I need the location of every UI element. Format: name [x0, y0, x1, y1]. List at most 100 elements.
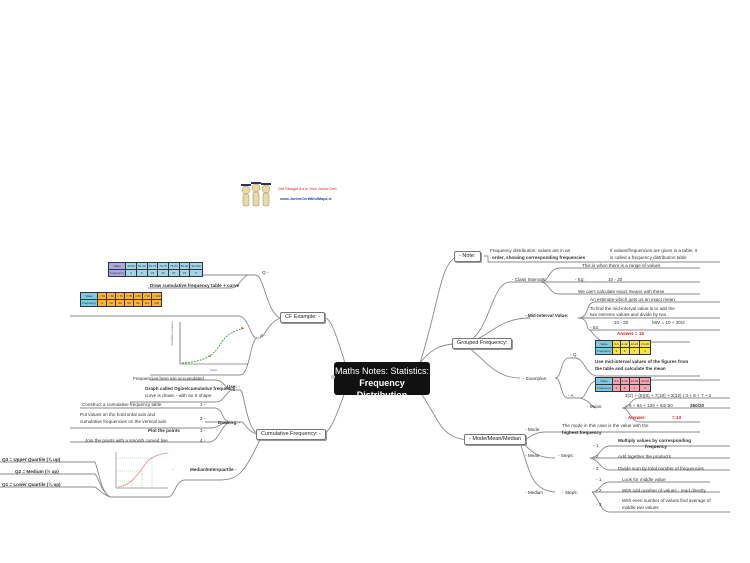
median-iq-label: Median/Interquartile [190, 467, 234, 472]
examples-q-text-b: the table and calculate the mean [595, 366, 666, 371]
table-cell: Value [594, 377, 614, 385]
drawing-step-2b: cumulative frequencies on the vertical a… [80, 419, 167, 424]
table-cell: 70-75 [157, 262, 169, 270]
mid-interval-ex-range: 10 - 20 [614, 320, 629, 325]
node-note[interactable]: - Note: [454, 251, 481, 262]
branch-label: - Examples: [523, 376, 548, 381]
drawing-step-num: 4 [200, 438, 203, 443]
branch-label: Use: - [227, 384, 240, 389]
branch-label: - Mean [525, 453, 540, 458]
mean-steps-label: Steps: [560, 453, 574, 458]
branch-label: - 3 [593, 466, 599, 471]
quartile-q3: Q3 = Upper Quartile (¾ up) [2, 457, 61, 462]
table-cell: 111 [141, 299, 152, 307]
table-cell: 24-40 [639, 340, 651, 348]
cf-q-text: Draw cumulative frequency table + curve [150, 283, 240, 288]
answer-value: = 13 [672, 415, 682, 420]
collapse-dot[interactable] [331, 375, 335, 379]
table-cell: 3 [612, 347, 621, 355]
branch-label: - Mean: [587, 404, 603, 409]
table-cell: 26 [157, 269, 169, 277]
median-step-num: 3 [598, 502, 602, 507]
mean-branch-label: Mean [527, 453, 540, 458]
drawing-step-num: 1 [200, 402, 203, 407]
mid-interval-howto-a: To find the mid-interval value is to add… [590, 306, 675, 311]
table-cell: < 80 [132, 292, 143, 300]
note-text-2b: is called a frequency distribution table [610, 255, 687, 260]
drawing-step-num: 2 [200, 416, 203, 421]
central-topic[interactable]: Maths Notes: Statistics: Frequency Distr… [331, 362, 430, 400]
class-intervals-label: Class Intervals: [514, 277, 547, 282]
node-note-label: Note: [462, 253, 476, 259]
median-step-2: With odd number of values - read directl… [622, 488, 706, 493]
mean-frac: 260/20 [690, 403, 705, 408]
central-title-line1: Maths Notes: Statistics: [334, 366, 430, 376]
table-cell: 2 [639, 384, 651, 392]
quartile-q2: Q2 = Medium (½ up) [15, 469, 59, 474]
table-cell: 12-24 [628, 377, 641, 385]
table-cell: < 50 [97, 292, 108, 300]
drawing-step-2a: Put values on the horizontal axis and [80, 412, 156, 417]
branch-label: - Steps: [558, 453, 574, 458]
class-intervals-eg-label: Eg: [577, 277, 585, 282]
branch-label: 2 - [200, 416, 206, 421]
branch-label: - Eg: [575, 277, 585, 282]
table-cell: 60-70 [146, 262, 159, 270]
median-step-1: Look for middle value [622, 477, 666, 482]
table-cell: < 75 [124, 292, 134, 300]
cf-a-table: Value< 50< 60< 70< 75< 80< 90< 100 Frequ… [79, 292, 163, 307]
branch-label: - Answer: [625, 415, 646, 420]
drawing-step-3: Plot the points [148, 428, 180, 433]
logo-url[interactable]: www.JuniorCertMindMaps.ie [280, 197, 332, 201]
branch-label: Drawing: - [218, 420, 241, 425]
median-steps-label: Steps: [564, 490, 578, 495]
branch-label: - Median [525, 490, 543, 495]
table-cell: 12-24 [628, 340, 641, 348]
class-intervals-eg-value: 10 - 20 [608, 277, 623, 282]
branch-label: - [172, 467, 174, 472]
central-title-line2: Frequency Distribution [356, 378, 408, 400]
table-cell: Frequency [107, 269, 127, 277]
node-grouped-frequency[interactable]: Grouped Frequency: [452, 338, 513, 349]
logo-tagline: Get Straight A's in Your Junior Cert [278, 187, 337, 191]
table-cell: Frequency [594, 347, 614, 355]
table-cell: 10 [106, 299, 117, 307]
mean-calc: = 6 + 64 + 126 + 64/ 20 [625, 403, 673, 408]
table-cell: 2 [639, 347, 651, 355]
table-cell: 4-12 [619, 340, 630, 348]
branch-label: Median/Interquartile - [190, 467, 237, 472]
table-cell: Value [107, 262, 127, 270]
quartile-chart [115, 452, 169, 489]
mid-interval-answer: Answer = 15 [617, 331, 644, 336]
branch-label: A - [260, 333, 266, 338]
table-cell: 4 [97, 299, 108, 307]
table-cell: 9 [189, 269, 203, 277]
median-step-num: 2 [598, 488, 602, 493]
branch-label: - Q [570, 352, 577, 357]
table-cell: 75-80 [167, 262, 180, 270]
examples-a-label: A [570, 393, 574, 398]
mode-text-b: highest frequency [562, 430, 602, 435]
node-cf-example[interactable]: CF Example: - [280, 312, 326, 323]
branch-label: 3 - [200, 428, 206, 433]
table-cell: < 70 [115, 292, 125, 300]
examples-label: Examples: [525, 376, 548, 381]
table-cell: 80-90 [178, 262, 191, 270]
branch-label: - 2 [596, 488, 602, 493]
table-cell: 90-100 [189, 262, 203, 270]
mid-interval-howto-b: two extreme values and divide by two [590, 312, 667, 317]
branch-label: - 3 [596, 502, 602, 507]
table-cell: 8 [619, 347, 630, 355]
mid-interval-label: Mid-Interval Value: [527, 313, 569, 318]
table-cell: 37 [167, 269, 180, 277]
use-text-2a: Graph called Ogive/cumulative frequency [145, 386, 236, 391]
table-cell: 120 [150, 299, 163, 307]
node-cumulative-frequency[interactable]: Cumulative Frequency: - [256, 429, 326, 440]
mean-step-num: 1 [595, 443, 599, 448]
node-grouped-label: Grouped Frequency: [457, 340, 508, 346]
branch-label: - Mode [525, 427, 540, 432]
node-mode-mean-median[interactable]: - Mode/Mean/Median [464, 434, 526, 445]
